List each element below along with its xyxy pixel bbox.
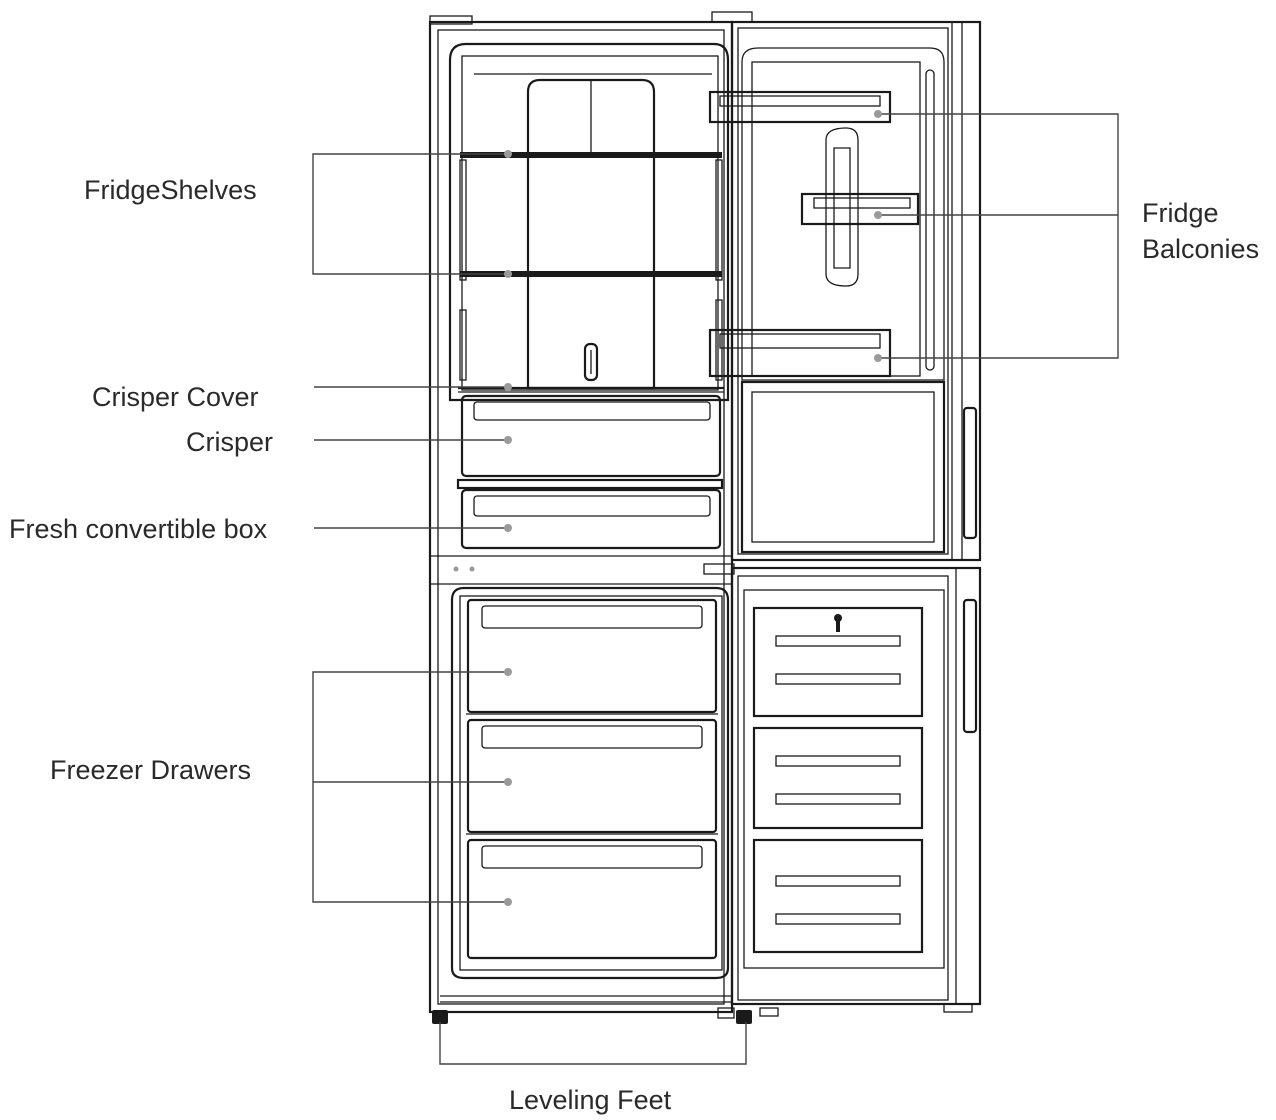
fresh-convertible-box-drawer xyxy=(456,478,724,550)
freezer-drawer-bottom xyxy=(466,838,718,960)
freezer-compartment xyxy=(450,586,730,980)
freezer-door xyxy=(703,563,982,1013)
label-fresh-convertible-box: Fresh convertible box xyxy=(9,514,268,544)
leader-leveling-feet xyxy=(439,1022,747,1065)
refrigerator-cabinet xyxy=(428,15,734,1014)
freezer-drawer-top xyxy=(466,598,718,715)
label-crisper-cover: Crisper Cover xyxy=(92,382,259,412)
label-fridge-balconies-line2: Balconies xyxy=(1142,234,1259,264)
label-crisper: Crisper xyxy=(186,427,273,457)
leader-freezer-drawers xyxy=(312,668,512,906)
fridge-compartment xyxy=(448,42,730,402)
fridge-shelf-lower xyxy=(460,271,722,277)
leveling-foot-left xyxy=(432,1010,448,1024)
leader-crisper xyxy=(314,436,512,444)
leader-crisper-cover xyxy=(314,383,512,391)
leader-fridge-balconies xyxy=(874,110,1119,362)
label-leveling-feet: Leveling Feet xyxy=(509,1085,672,1115)
label-freezer-drawers: Freezer Drawers xyxy=(50,755,251,785)
leader-fresh-convertible-box xyxy=(314,524,512,532)
fridge-door xyxy=(711,11,982,562)
fridge-balcony-top xyxy=(708,90,892,124)
fridge-shelf-upper xyxy=(460,152,722,158)
freezer-drawer-middle xyxy=(466,718,718,835)
crisper-drawer xyxy=(460,394,722,478)
crisper-cover-part xyxy=(458,386,724,393)
leveling-foot-right xyxy=(736,1010,752,1024)
fridge-balcony-middle xyxy=(800,192,920,226)
leader-fridge-shelves xyxy=(312,150,512,278)
label-fridge-shelves: FridgeShelves xyxy=(84,175,257,205)
label-fridge-balconies-line1: Fridge xyxy=(1142,198,1219,228)
fridge-balcony-bottom xyxy=(708,328,892,378)
